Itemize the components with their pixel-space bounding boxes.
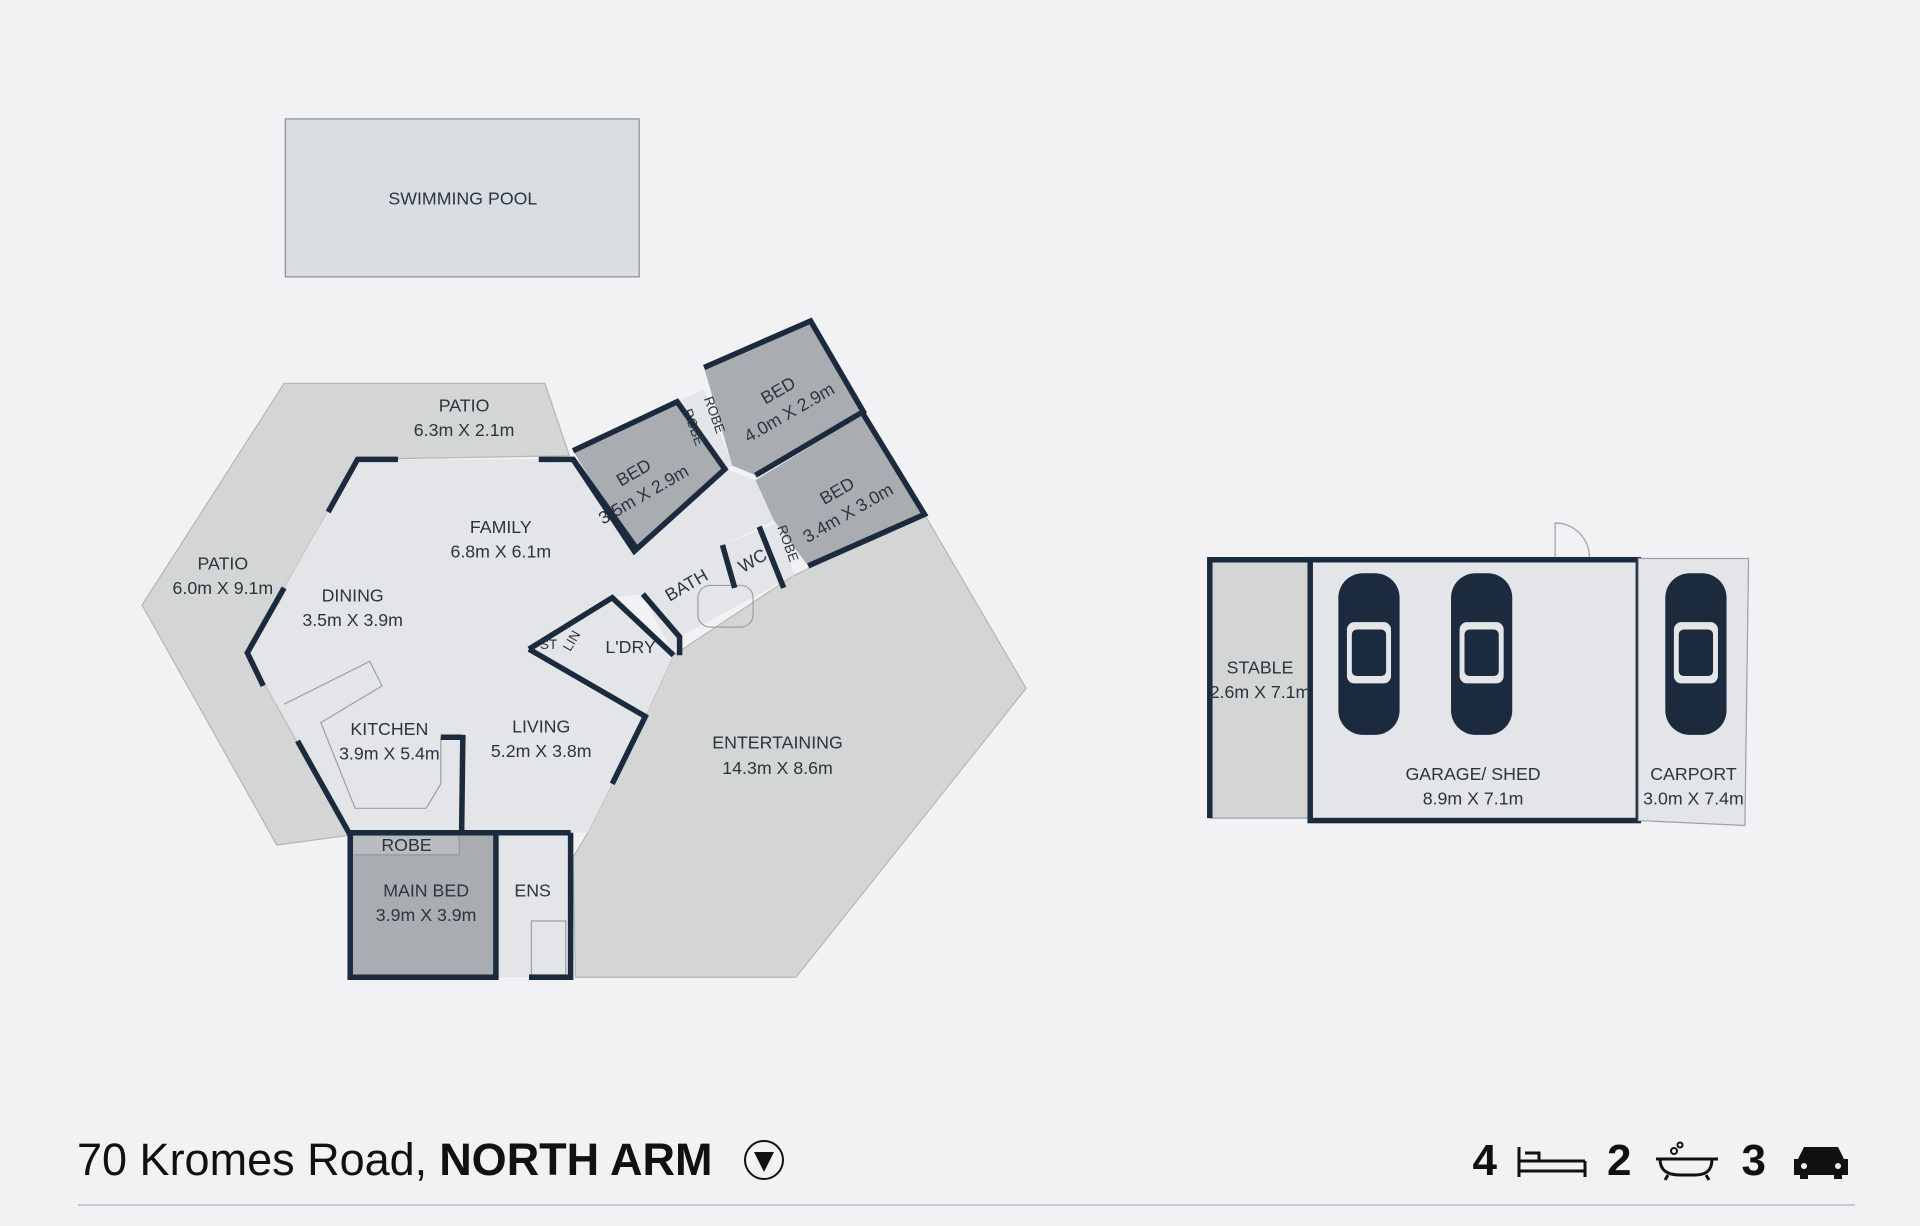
- north-compass-icon: [744, 1140, 785, 1180]
- bedroom-2: [573, 401, 725, 552]
- kitchen-label: KITCHEN: [350, 719, 428, 739]
- address: 70 Kromes Road, NORTH ARM: [77, 1134, 786, 1186]
- main-bed-size: 3.9m X 3.9m: [376, 905, 477, 925]
- patio-left-size: 6.0m X 9.1m: [173, 578, 274, 598]
- garage-door-swing: [1554, 522, 1590, 558]
- entertaining-label: ENTERTAINING: [712, 732, 843, 752]
- family-size: 6.8m X 6.1m: [451, 541, 552, 561]
- robe-strip: [677, 389, 733, 470]
- entertaining-area: [572, 513, 1027, 978]
- kitchen-bench: [283, 660, 442, 809]
- living-room: [461, 649, 646, 833]
- family-label: FAMILY: [470, 517, 532, 537]
- laundry-label: L'DRY: [605, 637, 656, 657]
- bath-count: 2: [1607, 1136, 1632, 1185]
- carport-label: CARPORT: [1650, 764, 1737, 784]
- bathtub: [697, 584, 754, 628]
- carport-size: 3.0m X 7.4m: [1643, 789, 1744, 809]
- bath-icon: [1655, 1141, 1718, 1181]
- dining-label: DINING: [322, 585, 384, 605]
- main-robe-label: ROBE: [381, 835, 431, 855]
- suburb: NORTH ARM: [439, 1134, 713, 1185]
- stable-area: [1209, 559, 1311, 819]
- ens-label: ENS: [514, 880, 551, 900]
- living-label: LIVING: [512, 716, 570, 736]
- footer-divider: [78, 1204, 1855, 1206]
- patio-top-size: 6.3m X 2.1m: [414, 420, 515, 440]
- property-stats: 4 2 3: [1473, 1136, 1858, 1186]
- street-address: 70 Kromes Road,: [77, 1134, 428, 1185]
- car-icons: [1338, 573, 1727, 735]
- ensuite: [495, 832, 571, 978]
- stable-label: STABLE: [1227, 658, 1294, 678]
- bedroom-4: [755, 414, 925, 566]
- main-bedroom: [350, 832, 496, 978]
- stable-size: 2.6m X 7.1m: [1210, 682, 1311, 702]
- car-icon: [1794, 1147, 1848, 1179]
- swimming-pool: [284, 118, 640, 278]
- living-size: 5.2m X 3.8m: [491, 741, 592, 761]
- main-bed-label: MAIN BED: [383, 880, 469, 900]
- family-dining-kitchen: [247, 459, 643, 833]
- patio-top-label: PATIO: [439, 396, 490, 416]
- car-icon: [1665, 573, 1727, 735]
- bed-icon: [1517, 1147, 1587, 1177]
- entertaining-size: 14.3m X 8.6m: [722, 758, 833, 778]
- walls: [244, 317, 929, 981]
- store-label: ST: [540, 637, 557, 652]
- dining-size: 3.5m X 3.9m: [302, 610, 403, 630]
- bed-count: 4: [1472, 1136, 1498, 1185]
- car-count: 3: [1741, 1136, 1766, 1185]
- car-icon: [1451, 573, 1513, 735]
- pool-label: SWIMMING POOL: [388, 189, 537, 209]
- kitchen-size: 3.9m X 5.4m: [339, 743, 440, 763]
- bedroom-3: [704, 320, 864, 476]
- car-icon: [1338, 573, 1400, 735]
- garage-size: 8.9m X 7.1m: [1423, 789, 1524, 809]
- bath-wc: [642, 520, 794, 656]
- patio-left-label: PATIO: [198, 554, 249, 574]
- garage-label: GARAGE/ SHED: [1405, 764, 1540, 784]
